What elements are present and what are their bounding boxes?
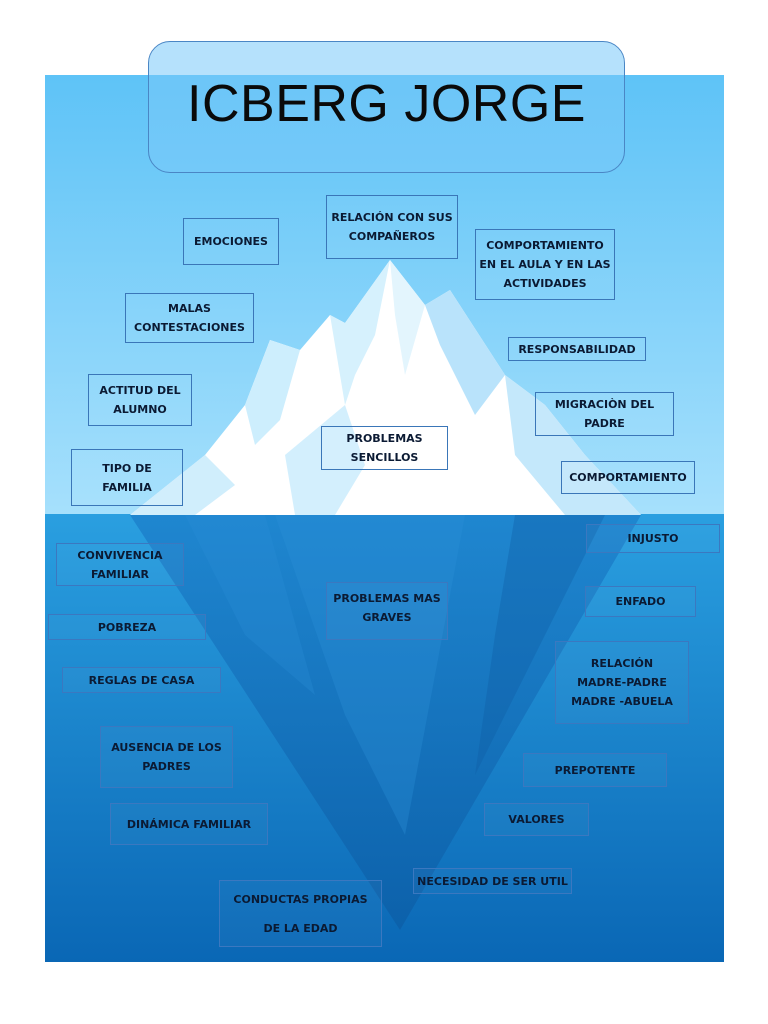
label-injusto: INJUSTO <box>586 524 720 553</box>
page-title: ICBERG JORGE <box>187 75 586 133</box>
label-problemas-graves: PROBLEMAS MAS GRAVES <box>326 582 448 640</box>
label-pobreza: POBREZA <box>48 614 206 640</box>
label-emociones: EMOCIONES <box>183 218 279 265</box>
label-relacion-madre-padre: RELACIÓN MADRE-PADRE MADRE -ABUELA <box>555 641 689 724</box>
underwater-ice-shade-3 <box>475 515 605 775</box>
label-valores: VALORES <box>484 803 589 836</box>
iceberg-shadow-1 <box>245 340 300 445</box>
label-ausencia-padres: AUSENCIA DE LOS PADRES <box>100 726 233 788</box>
label-conductas-propias: CONDUCTAS PROPIAS DE LA EDAD <box>219 880 382 947</box>
iceberg-shadow-6 <box>390 260 425 375</box>
label-dinamica-familiar: DINÁMICA FAMILIAR <box>110 803 268 845</box>
label-enfado: ENFADO <box>585 586 696 617</box>
title-box: ICBERG JORGE <box>148 41 625 173</box>
label-relacion-companeros: RELACIÓN CON SUS COMPAÑEROS <box>326 195 458 259</box>
iceberg-tip <box>130 260 641 515</box>
label-reglas-casa: REGLAS DE CASA <box>62 667 221 693</box>
label-actitud-alumno: ACTITUD DEL ALUMNO <box>88 374 192 426</box>
iceberg-shadow-4 <box>505 375 641 515</box>
label-comportamiento-aula: COMPORTAMIENTO EN EL AULA Y EN LAS ACTIV… <box>475 229 615 300</box>
label-migracion-padre: MIGRACIÒN DEL PADRE <box>535 392 674 436</box>
label-comportamiento: COMPORTAMIENTO <box>561 461 695 494</box>
label-responsabilidad: RESPONSABILIDAD <box>508 337 646 361</box>
iceberg-shadow-2 <box>330 260 390 405</box>
underwater-ice-shade <box>275 515 465 835</box>
underwater-ice <box>130 515 641 930</box>
label-necesidad-ser-util: NECESIDAD DE SER UTIL <box>413 868 572 894</box>
iceberg-shadow-3 <box>425 290 505 415</box>
underwater-ice-shade-2 <box>185 515 315 695</box>
iceberg-shadow-7 <box>285 405 365 515</box>
label-tipo-familia: TIPO DE FAMILIA <box>71 449 183 506</box>
label-prepotente: PREPOTENTE <box>523 753 667 787</box>
label-convivencia-familiar: CONVIVENCIA FAMILIAR <box>56 543 184 586</box>
label-problemas-sencillos: PROBLEMAS SENCILLOS <box>321 426 448 470</box>
label-malas-contestaciones: MALAS CONTESTACIONES <box>125 293 254 343</box>
